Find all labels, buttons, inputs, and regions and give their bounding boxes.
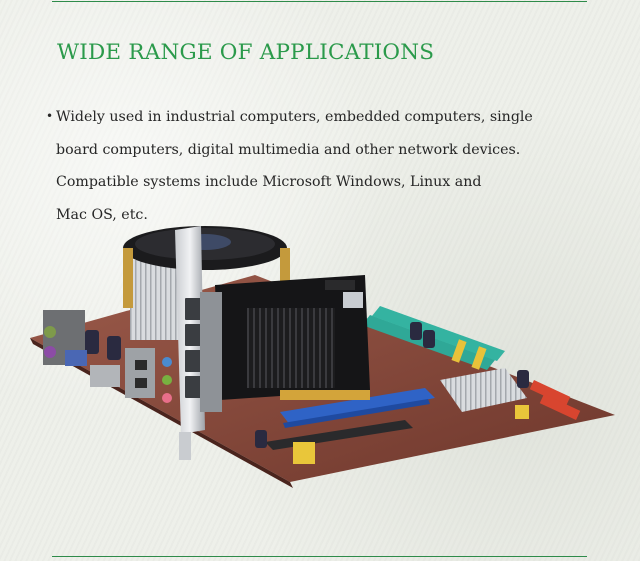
description-line: Mac OS, etc. [56,206,148,223]
description: •Widely used in industrial computers, em… [46,100,606,231]
description-line: Compatible systems include Microsoft Win… [56,174,482,190]
top-divider [52,1,587,2]
description-line: •Widely used in industrial computers, em… [46,100,606,134]
description-line: board computers, digital multimedia and … [56,141,521,158]
network-card-on-motherboard-image [30,226,615,488]
bottom-divider [52,556,587,557]
section-title: WIDE RANGE OF APPLICATIONS [57,40,435,65]
bullet-icon: • [46,109,54,123]
